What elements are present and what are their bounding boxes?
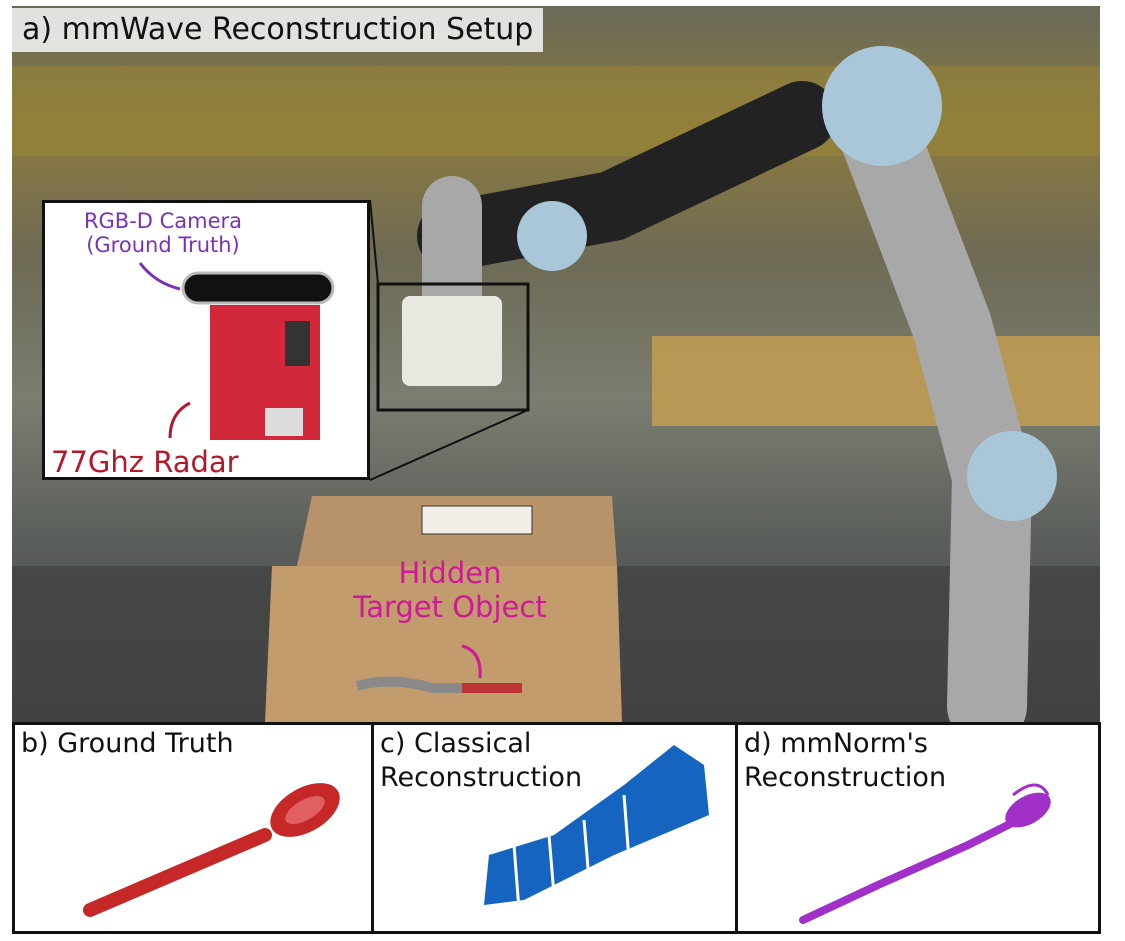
panel-c-title: c) Classical Reconstruction bbox=[380, 727, 582, 795]
robot-scene-illustration bbox=[12, 46, 1100, 722]
target-label: Hidden Target Object bbox=[340, 556, 560, 624]
sensor-illustration bbox=[138, 262, 335, 440]
panel-a-title: a) mmWave Reconstruction Setup bbox=[12, 8, 544, 52]
camera-arrow bbox=[138, 262, 181, 291]
panel-b-title: b) Ground Truth bbox=[21, 728, 234, 759]
camera-label: RGB-D Camera (Ground Truth) bbox=[63, 209, 263, 257]
background-table bbox=[652, 336, 1100, 426]
target-arrow bbox=[461, 644, 482, 679]
panel-ground-truth: b) Ground Truth bbox=[12, 722, 374, 934]
panel-c-title-line2: Reconstruction bbox=[380, 762, 583, 793]
target-label-line2: Target Object bbox=[353, 590, 547, 624]
panel-d-title-line2: Reconstruction bbox=[744, 762, 947, 793]
radar-arrow bbox=[168, 401, 191, 439]
sensor-inset: RGB-D Camera (Ground Truth) 77Ghz Radar bbox=[42, 200, 370, 480]
panel-classical: c) Classical Reconstruction bbox=[371, 722, 738, 934]
target-label-line1: Hidden bbox=[398, 556, 502, 590]
panel-d-title: d) mmNorm's Reconstruction bbox=[744, 727, 946, 795]
ground-truth-pointcloud bbox=[83, 783, 340, 917]
robot-arm bbox=[402, 46, 1057, 722]
rgbd-camera bbox=[181, 271, 335, 305]
classical-pointcloud bbox=[484, 745, 709, 911]
mmnorm-pointcloud bbox=[799, 783, 1051, 924]
panel-d-title-line1: d) mmNorm's bbox=[744, 728, 928, 759]
radar-label: 77Ghz Radar bbox=[51, 445, 239, 479]
panel-c-title-line1: c) Classical bbox=[380, 728, 532, 759]
setup-photo bbox=[12, 6, 1100, 722]
camera-label-line2: (Ground Truth) bbox=[86, 233, 240, 257]
zoom-region-box bbox=[376, 282, 530, 412]
cardboard-box bbox=[265, 496, 622, 722]
panel-mmnorm: d) mmNorm's Reconstruction bbox=[735, 722, 1101, 934]
camera-label-line1: RGB-D Camera bbox=[83, 209, 243, 233]
